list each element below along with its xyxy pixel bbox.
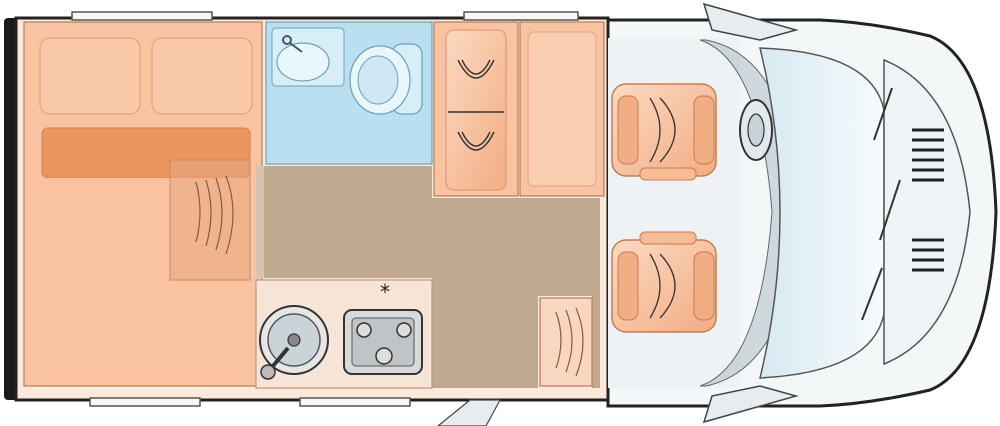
window-kitchen-bottom bbox=[299, 397, 411, 407]
floor-area bbox=[256, 166, 600, 388]
pillow-left bbox=[39, 37, 141, 115]
fridge-marker-symbol: * bbox=[380, 280, 390, 304]
partition-bed bbox=[256, 166, 264, 278]
window-rear-bottom bbox=[89, 397, 201, 407]
driver-seat bbox=[611, 83, 717, 181]
windscreen bbox=[759, 47, 885, 379]
wash-basin bbox=[276, 42, 330, 82]
side-mirror-top bbox=[702, 2, 799, 41]
steering-wheel bbox=[739, 99, 773, 161]
bench-cushion bbox=[445, 29, 507, 191]
window-rear-top bbox=[71, 11, 213, 21]
bed-heater-vent bbox=[169, 159, 251, 281]
toilet bbox=[349, 43, 423, 115]
sink-tap-icon bbox=[260, 346, 290, 380]
basin-tap-icon bbox=[282, 35, 303, 53]
entry-door-step bbox=[437, 399, 502, 426]
gas-hob bbox=[343, 309, 423, 375]
side-mirror-bottom bbox=[702, 385, 799, 424]
grille bbox=[912, 128, 944, 272]
heater-waves-icon bbox=[555, 307, 584, 377]
wipers bbox=[861, 87, 901, 321]
bonnet bbox=[883, 58, 971, 366]
passenger-seat bbox=[611, 231, 717, 333]
seatbelt-icons bbox=[448, 59, 504, 151]
table-top bbox=[527, 31, 597, 187]
sink bbox=[259, 305, 329, 375]
window-dinette-top bbox=[463, 11, 579, 21]
heater-waves-icon bbox=[195, 175, 234, 255]
pillow-right bbox=[151, 37, 253, 115]
